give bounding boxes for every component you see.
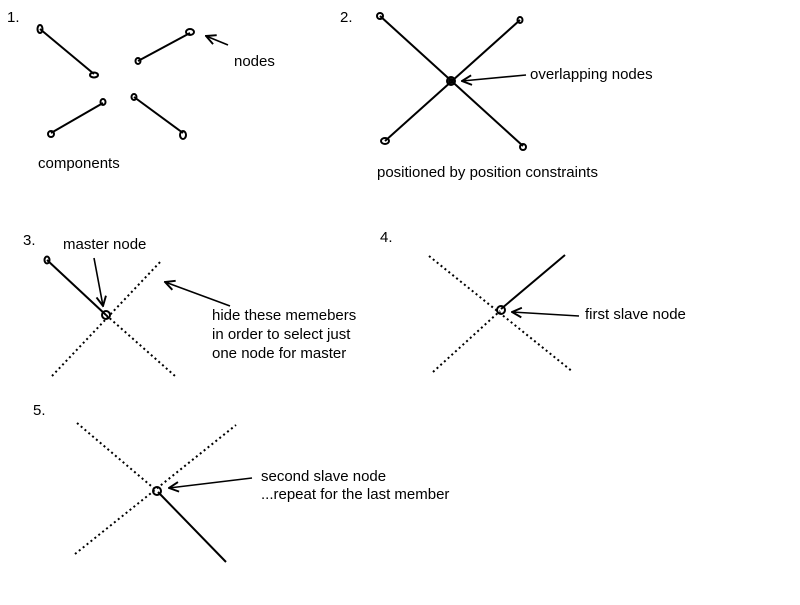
- hidden-member-line: [51, 259, 163, 377]
- node-endpoint: [519, 143, 527, 151]
- component-line-top-right: [137, 32, 191, 62]
- node-endpoint: [99, 98, 107, 106]
- node-endpoint: [516, 16, 524, 24]
- node-endpoint: [134, 57, 142, 65]
- arrow-to-overlap: [462, 74, 527, 81]
- node-endpoint: [179, 130, 187, 140]
- hidden-member-line: [428, 255, 574, 373]
- master-member-line: [46, 259, 107, 316]
- node-endpoint: [185, 28, 195, 36]
- step-number-3: 3.: [23, 232, 36, 249]
- overlapping-node-outer: [446, 76, 456, 86]
- panel-1-components: [36, 24, 229, 140]
- label-repeat: ...repeat for the last member: [261, 486, 450, 503]
- node-endpoint: [376, 12, 384, 20]
- arrow-to-master: [93, 257, 103, 306]
- first-slave-node: [496, 305, 506, 315]
- label-second-slave: second slave node: [261, 468, 387, 485]
- label-overlapping-nodes: overlapping nodes: [530, 66, 653, 83]
- component-line-bottom-left: [50, 102, 104, 134]
- node-endpoint: [36, 24, 44, 34]
- panel-3-master: [43, 255, 231, 377]
- panel-4-first-slave: [428, 254, 580, 373]
- label-first-slave: first slave node: [585, 306, 686, 323]
- node-endpoint: [47, 130, 55, 138]
- hidden-member-line: [74, 424, 237, 555]
- step-number-5: 5.: [33, 402, 46, 419]
- hidden-member-line: [76, 422, 158, 492]
- arrow-to-nodes: [206, 36, 229, 46]
- component-line-bottom-right: [133, 96, 184, 134]
- arrow-to-second-slave: [169, 477, 253, 488]
- hidden-member-line: [432, 310, 501, 373]
- second-slave-node: [152, 486, 162, 496]
- step-number-4: 4.: [380, 229, 393, 246]
- node-endpoint: [89, 71, 99, 79]
- arrow-to-first-slave: [512, 312, 580, 316]
- panel-5-second-slave: [74, 422, 253, 563]
- step-number-2: 2.: [340, 9, 353, 26]
- label-hide-line-3: one node for master: [212, 345, 347, 362]
- master-node: [101, 310, 111, 320]
- label-master-node: master node: [63, 236, 147, 253]
- node-endpoint: [130, 93, 138, 101]
- label-components: components: [38, 155, 120, 172]
- label-hide-line-2: in order to select just: [212, 326, 351, 343]
- component-line-top-left: [39, 28, 95, 75]
- label-hide-line-1: hide these memebers: [212, 307, 357, 324]
- label-nodes: nodes: [234, 53, 275, 70]
- hidden-member-line: [105, 314, 176, 377]
- arrow-to-hidden: [165, 282, 231, 307]
- node-endpoint: [380, 137, 390, 145]
- second-slave-member-line: [157, 491, 227, 563]
- panel-2-overlap: [376, 12, 527, 151]
- node-endpoint: [43, 255, 51, 265]
- label-positioned-caption: positioned by position constraints: [377, 164, 598, 181]
- step-number-1: 1.: [7, 9, 20, 26]
- first-slave-member-line: [500, 254, 566, 310]
- overlapping-node-inner: [448, 78, 454, 84]
